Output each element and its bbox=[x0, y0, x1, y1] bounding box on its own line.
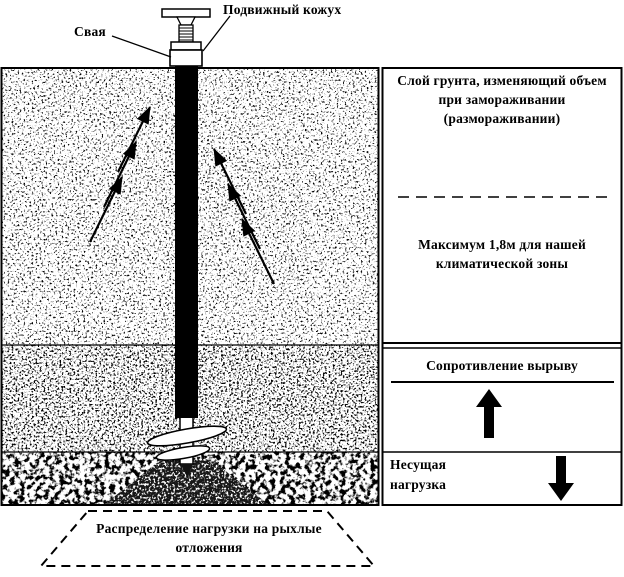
screw-tip bbox=[181, 464, 193, 477]
screw-anchor bbox=[146, 415, 228, 477]
ground-cross-section bbox=[0, 58, 380, 506]
jack-cone bbox=[175, 16, 197, 26]
jack-assembly bbox=[161, 8, 211, 67]
pile-label: Свая bbox=[74, 24, 106, 39]
load-distribution-outline bbox=[38, 510, 377, 567]
jack-top-plate bbox=[161, 8, 211, 18]
movable-casing-label: Подвижный кожух bbox=[223, 2, 342, 17]
screw-blade-lower bbox=[155, 445, 211, 461]
ground-box-border bbox=[0, 67, 380, 506]
pullout-resistance-label: Сопротивление вырыву bbox=[426, 358, 578, 373]
frost-heave-arrows-right bbox=[213, 148, 275, 285]
frost-heave-arrows-left bbox=[89, 106, 151, 243]
pile-leader-line bbox=[111, 35, 172, 58]
load-distribution-label: Распределение нагрузки на рыхлые отложен… bbox=[96, 521, 322, 555]
bearing-load-label: Несущая нагрузка bbox=[390, 457, 447, 493]
bearing-down-arrow-icon bbox=[548, 456, 574, 501]
frost-layer-description: Слой грунта, изменяющий объем при замора… bbox=[397, 73, 607, 126]
screw-blade-upper bbox=[146, 425, 228, 447]
compacted-load-zone-speckle bbox=[105, 452, 268, 504]
info-panel-border bbox=[381, 67, 623, 506]
jack-nut bbox=[170, 41, 202, 51]
movable-casing bbox=[169, 49, 203, 67]
pullout-up-arrow-icon bbox=[476, 389, 502, 438]
pile-shaft bbox=[175, 58, 198, 418]
max-depth-note: Максимум 1,8м для нашей климатической зо… bbox=[418, 237, 586, 271]
thread-hatching bbox=[179, 27, 193, 41]
info-panel bbox=[381, 67, 623, 506]
casing-leader-line bbox=[202, 15, 231, 52]
